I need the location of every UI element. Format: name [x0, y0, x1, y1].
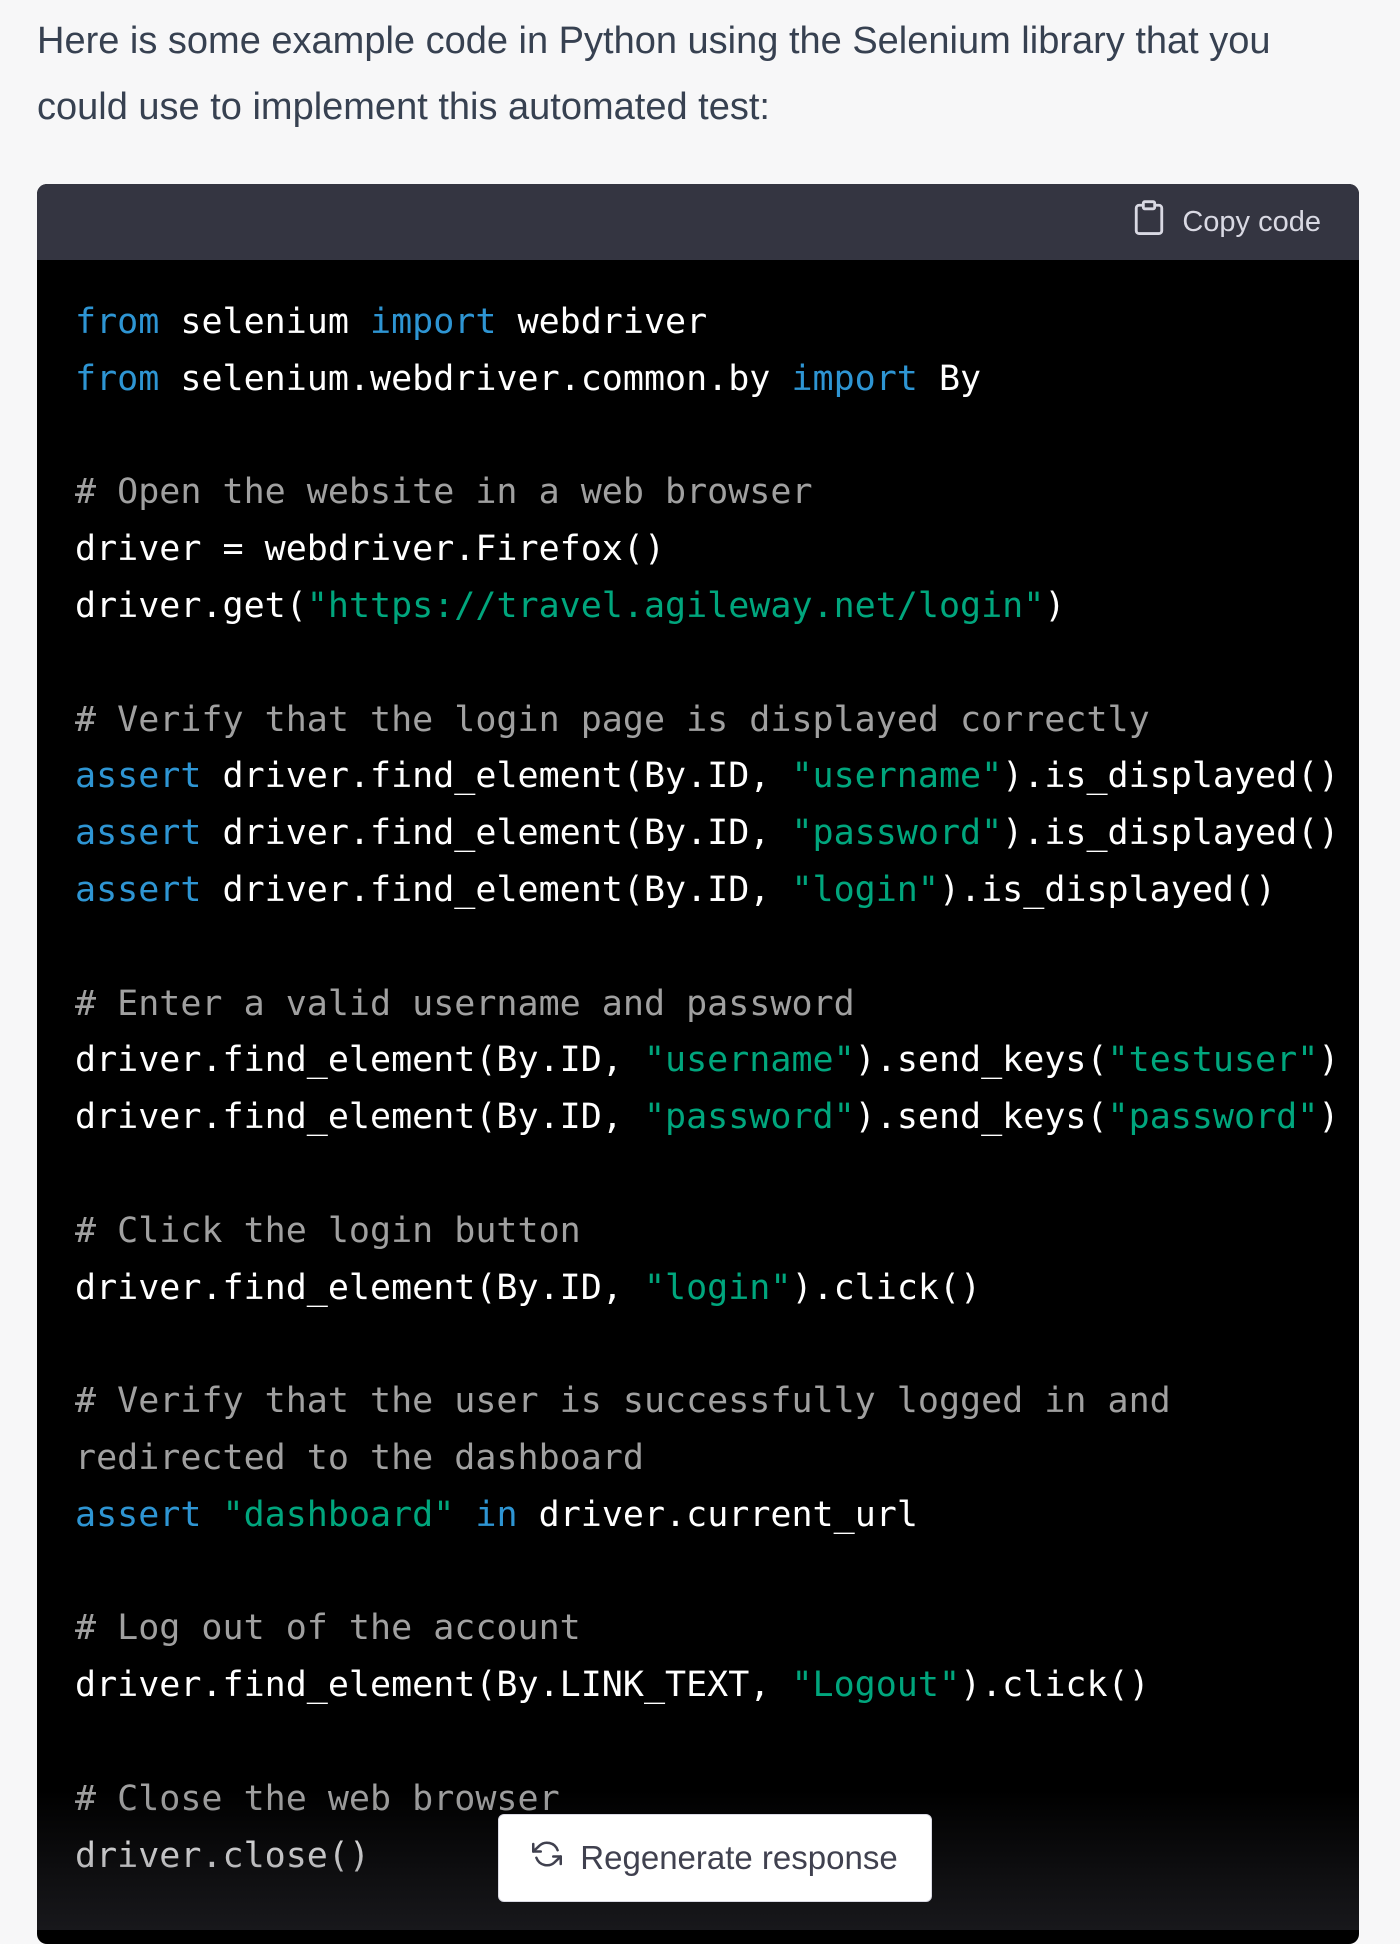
regenerate-label: Regenerate response	[580, 1839, 898, 1876]
code-token: driver.get(	[75, 585, 307, 626]
code-line	[75, 1544, 1359, 1601]
code-token: redirected to the dashboard	[75, 1437, 644, 1478]
code-line: driver.find_element(By.ID, "password").s…	[75, 1089, 1359, 1146]
code-line: assert driver.find_element(By.ID, "passw…	[75, 805, 1359, 862]
code-line	[75, 635, 1359, 692]
code-token: "https://travel.agileway.net/login"	[306, 585, 1045, 626]
code-token: # Close the web browser	[75, 1778, 560, 1819]
code-line: driver.get("https://travel.agileway.net/…	[75, 578, 1359, 635]
code-token: "login"	[643, 1267, 792, 1308]
code-token: # Verify that the user is successfully l…	[75, 1381, 1171, 1422]
code-token: "username"	[791, 756, 1003, 797]
code-line: # Verify that the user is successfully l…	[75, 1373, 1359, 1430]
regenerate-response-button[interactable]: Regenerate response	[498, 1814, 932, 1902]
code-line: from selenium import webdriver	[75, 294, 1359, 351]
code-token: driver.find_element(By.ID,	[201, 756, 792, 797]
code-line: assert "dashboard" in driver.current_url	[75, 1487, 1359, 1544]
code-token: "username"	[643, 1040, 855, 1081]
code-line: driver.find_element(By.ID, "login").clic…	[75, 1260, 1359, 1317]
code-token: ).is_displayed()	[938, 869, 1277, 910]
code-line: # Open the website in a web browser	[75, 464, 1359, 521]
code-line: assert driver.find_element(By.ID, "login…	[75, 862, 1359, 919]
code-token: # Click the login button	[75, 1210, 581, 1251]
code-token: driver.find_element(By.ID,	[201, 869, 792, 910]
code-block: Copy code from selenium import webdriver…	[37, 184, 1359, 1944]
code-token: # Open the website in a web browser	[75, 472, 813, 513]
refresh-icon	[532, 1839, 563, 1877]
code-token: "dashboard"	[222, 1494, 455, 1535]
code-line	[75, 1146, 1359, 1203]
code-token: from	[75, 358, 160, 399]
code-token: )	[1318, 1040, 1340, 1081]
code-line	[75, 919, 1359, 976]
code-token: driver.find_element(By.ID,	[75, 1097, 644, 1138]
code-token: "Logout"	[791, 1665, 961, 1706]
code-block-header: Copy code	[37, 184, 1359, 260]
code-line: redirected to the dashboard	[75, 1430, 1359, 1487]
code-token: # Enter a valid username and password	[75, 983, 855, 1024]
copy-code-label: Copy code	[1182, 205, 1321, 238]
code-token: driver.find_element(By.ID,	[201, 813, 792, 854]
code-token: ).click()	[960, 1665, 1150, 1706]
code-token: ).send_keys(	[854, 1040, 1108, 1081]
code-token: "login"	[791, 869, 939, 910]
code-token: assert	[75, 813, 202, 854]
code-line: # Verify that the login page is displaye…	[75, 692, 1359, 749]
copy-code-button[interactable]: Copy code	[1132, 199, 1321, 245]
code-token: ).send_keys(	[854, 1097, 1108, 1138]
code-token	[454, 1495, 475, 1535]
code-token: driver.find_element(By.ID,	[75, 1040, 644, 1081]
code-line: assert driver.find_element(By.ID, "usern…	[75, 748, 1359, 805]
code-token: from	[75, 302, 160, 342]
code-token: "password"	[643, 1097, 855, 1138]
code-token: "testuser"	[1107, 1040, 1319, 1081]
code-token: import	[791, 358, 918, 399]
code-line	[75, 408, 1359, 465]
code-token: assert	[75, 1494, 202, 1535]
code-token: selenium.webdriver.common.by	[159, 358, 792, 399]
code-token: ).is_displayed()	[1002, 813, 1340, 854]
code-token: # Log out of the account	[75, 1608, 581, 1649]
code-line	[75, 1714, 1359, 1771]
code-line: # Enter a valid username and password	[75, 976, 1359, 1033]
code-token: ).is_displayed()	[1002, 756, 1340, 797]
code-token: selenium	[159, 302, 371, 342]
code-token	[201, 1495, 222, 1535]
code-token: driver.find_element(By.LINK_TEXT,	[75, 1665, 792, 1706]
code-token: )	[1318, 1097, 1340, 1138]
code-token: # Verify that the login page is displaye…	[75, 699, 1150, 740]
code-token: assert	[75, 756, 202, 797]
code-line: # Log out of the account	[75, 1600, 1359, 1657]
code-token: in	[475, 1494, 518, 1535]
code-token: driver = webdriver.Firefox()	[75, 529, 666, 570]
assistant-message-text: Here is some example code in Python usin…	[37, 20, 1271, 128]
code-token: driver.current_url	[517, 1494, 918, 1535]
code-token: "password"	[1107, 1097, 1319, 1138]
code-line: # Click the login button	[75, 1203, 1359, 1260]
code-line	[75, 1316, 1359, 1373]
code-token: import	[370, 302, 497, 342]
code-line: driver.find_element(By.LINK_TEXT, "Logou…	[75, 1657, 1359, 1714]
code-token: assert	[75, 869, 202, 910]
code-line: driver = webdriver.Firefox()	[75, 521, 1359, 578]
clipboard-icon	[1132, 199, 1166, 245]
code-token: webdriver	[496, 302, 708, 342]
code-token: "password"	[791, 813, 1003, 854]
code-token: )	[1044, 585, 1066, 626]
code-token: driver.close()	[75, 1835, 371, 1876]
code-token: driver.find_element(By.ID,	[75, 1267, 644, 1308]
code-token: By	[917, 358, 982, 399]
code-token: ).click()	[791, 1267, 982, 1308]
code-line: from selenium.webdriver.common.by import…	[75, 351, 1359, 408]
code-line: driver.find_element(By.ID, "username").s…	[75, 1032, 1359, 1089]
